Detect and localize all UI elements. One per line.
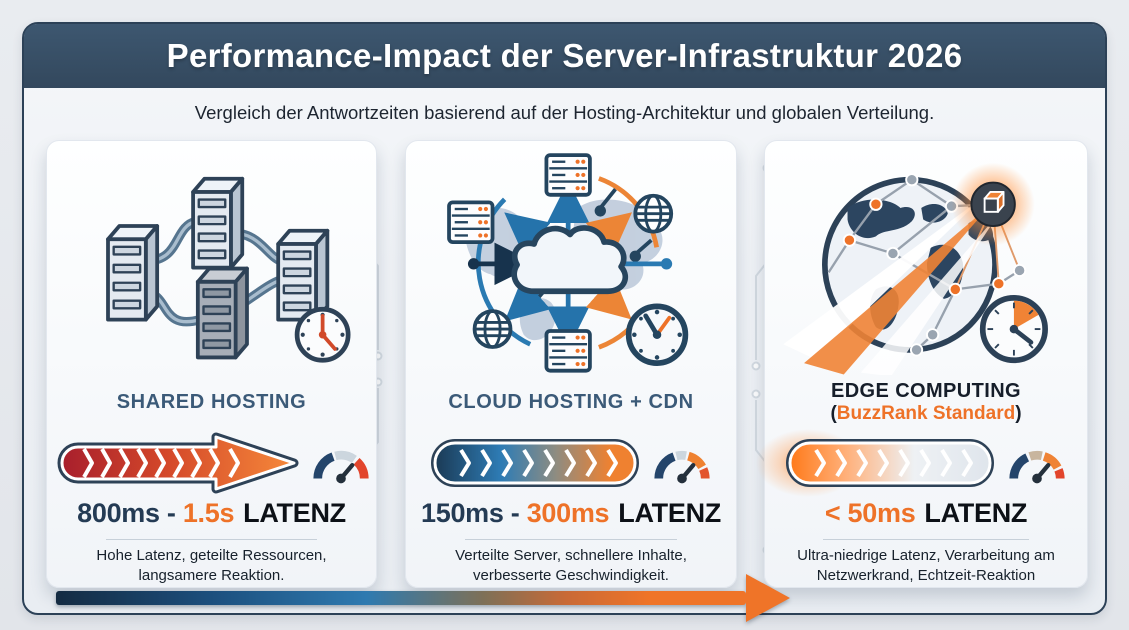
flow-arrow	[56, 574, 790, 622]
speed-gauge-icon	[312, 451, 369, 484]
latency-bar	[57, 432, 298, 494]
latency-bar	[756, 429, 994, 498]
page-subtitle: Vergleich der Antwortzeiten basierend au…	[194, 102, 935, 123]
latency-description: Ultra-niedrige Latenz, Verarbeitung am N…	[797, 546, 1055, 585]
flow-arrowhead-icon	[746, 574, 790, 622]
latency-bar	[431, 439, 639, 488]
edge-cube-icon	[951, 162, 1035, 246]
server-cluster-icon	[105, 176, 351, 363]
speed-gauge-icon	[1009, 451, 1065, 484]
clock-icon	[625, 303, 689, 366]
infographic-card: Performance-Impact der Server-Infrastruk…	[22, 22, 1107, 615]
panel-title: SHARED HOSTING	[116, 390, 307, 413]
panel-title: EDGE COMPUTING	[830, 379, 1022, 402]
divider	[465, 538, 677, 540]
cloud-icon	[511, 225, 628, 295]
cloud-cdn-icon	[447, 153, 689, 373]
header: Performance-Impact der Server-Infrastruk…	[24, 24, 1105, 88]
latency-description: Verteilte Server, schnellere Inhalte, ve…	[455, 546, 687, 585]
globe-icon	[472, 193, 674, 349]
panel-subtitle: (BuzzRank Standard)	[830, 402, 1022, 424]
cloud-cdn-illustration	[406, 141, 736, 375]
latency-description: Hohe Latenz, geteilte Ressourcen, langsa…	[96, 546, 327, 585]
page-title: Performance-Impact der Server-Infrastruk…	[166, 37, 963, 74]
server-cluster-illustration	[47, 141, 376, 375]
server-rack-icon	[447, 153, 592, 373]
stopwatch-icon	[979, 295, 1048, 364]
panel-shared-hosting: SHARED HOSTING	[46, 140, 377, 588]
divider	[106, 538, 317, 540]
edge-globe-icon	[783, 162, 1048, 375]
edge-network-illustration	[765, 141, 1087, 375]
speed-gauge-icon	[654, 451, 710, 484]
panel-cloud-hosting-cdn: CLOUD HOSTING + CDN	[405, 140, 737, 588]
divider	[822, 538, 1030, 540]
panel-edge-computing: EDGE COMPUTING (BuzzRank Standard)	[756, 140, 1088, 588]
panel-title: CLOUD HOSTING + CDN	[448, 390, 694, 413]
clock-icon	[294, 306, 351, 363]
subtitle-band: Vergleich der Antwortzeiten basierend au…	[24, 88, 1105, 138]
